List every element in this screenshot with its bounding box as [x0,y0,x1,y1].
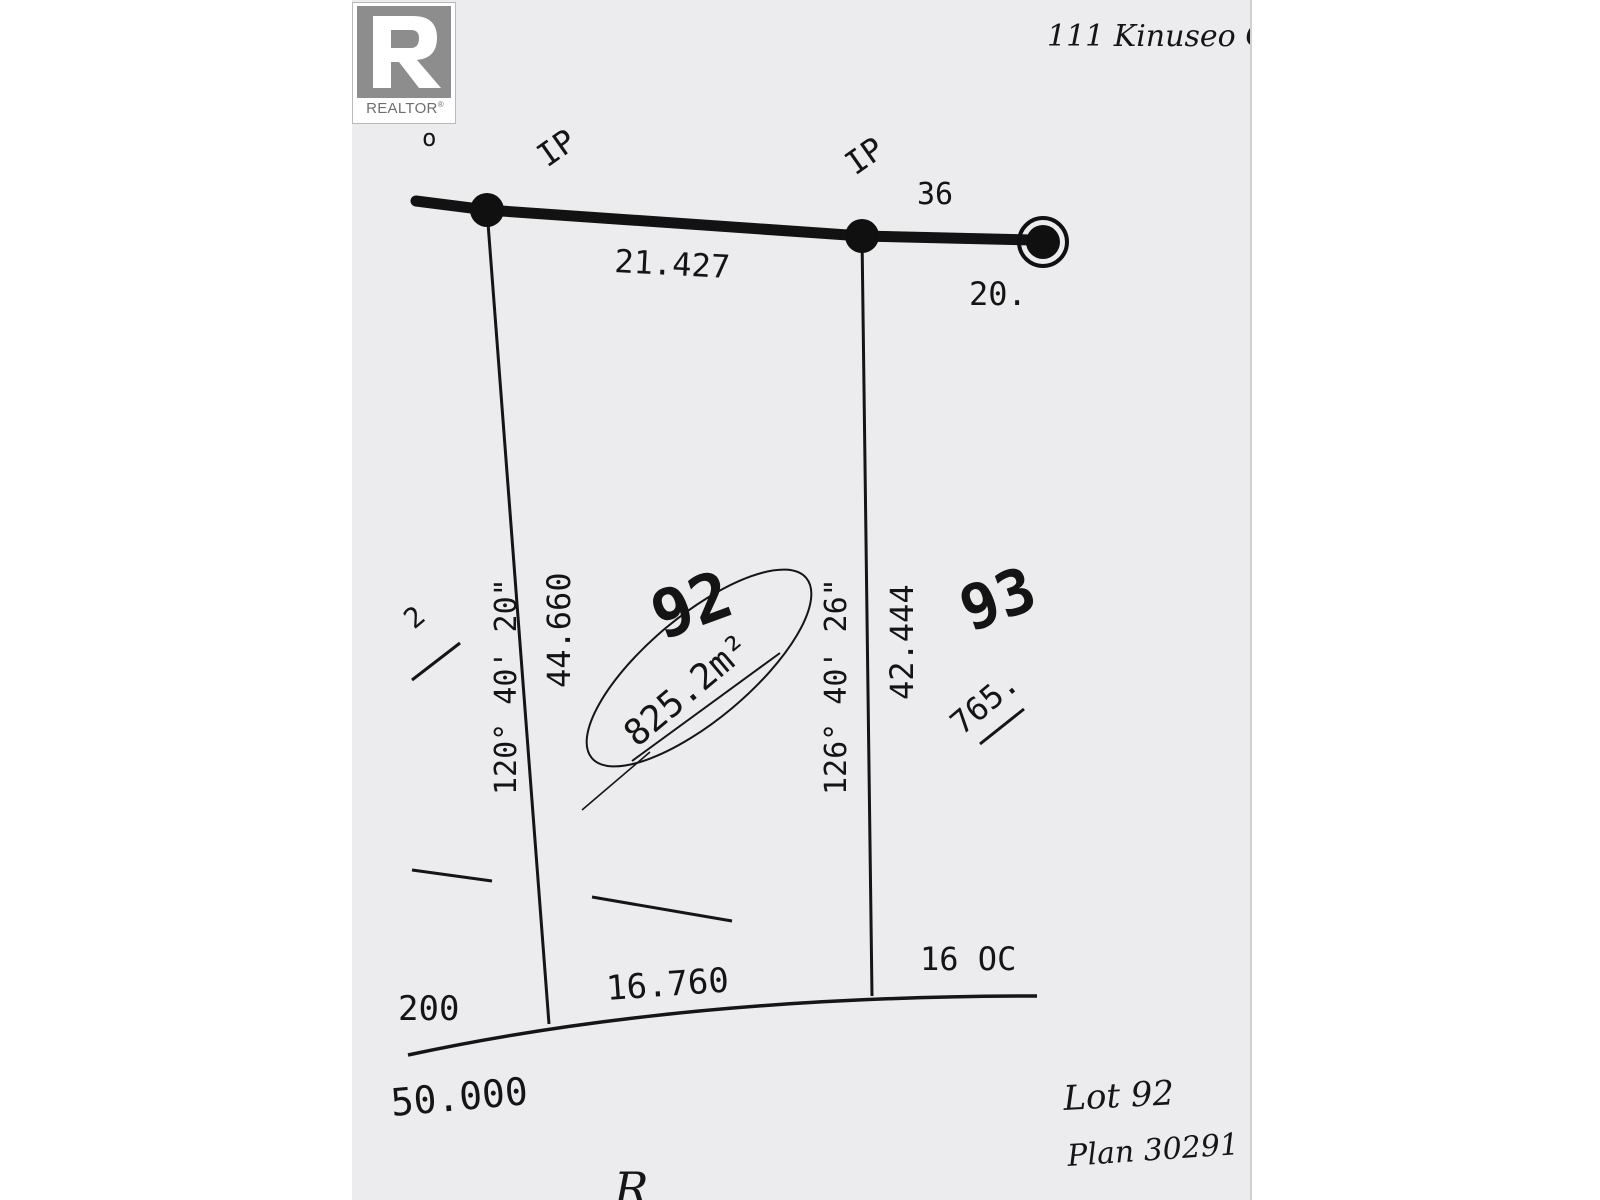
area-highlight-ellipse [585,568,813,768]
registered-mark: ® [437,100,444,109]
bottom-boundary-curve [407,994,1038,1057]
area-underline [631,652,781,762]
bottom-dimension-label: 16.760 [605,961,730,1009]
right-dimension-label: 42.444 [883,584,921,700]
top-right-partial-label: 20. [969,275,1027,313]
survey-pin-left [470,193,504,227]
paper-edge [1250,0,1252,1200]
curve-radius-label: 50.000 [389,1069,530,1125]
survey-pin-corner-outer [1017,216,1069,268]
survey-pin-corner-inner [1026,225,1060,259]
road-label-partial: R [613,1162,649,1200]
realtor-r-glyph [373,16,441,88]
plan-note: Plan 30291 [1065,1127,1240,1174]
bottom-left-partial-label: 200 [398,989,459,1029]
top-dimension-label: 21.427 [614,242,731,286]
realtor-watermark: REALTOR® [352,2,456,124]
left-bearing-label: 120° 40' 20" [489,578,524,795]
right-bearing-label: 126° 40' 26" [819,578,854,795]
realtor-wordmark: REALTOR® [353,100,457,117]
edge-fragment-left: 2 [397,599,431,635]
realtor-text: REALTOR [366,100,438,117]
survey-pin-right [845,219,879,253]
left-lot-line [485,209,551,1025]
area-tail-line [581,751,651,811]
lot-number-right: 93 [950,552,1045,646]
lot-note: Lot 92 [1061,1073,1175,1119]
bottom-right-partial-label: 16 OC [920,940,1016,978]
top-right-angle-label: 36 [917,177,953,212]
right-lot-line [860,235,874,997]
edge-mark-top-left: o [422,124,436,152]
top-boundary-line [410,195,1038,246]
pin-label-left: IP [530,121,583,174]
tick-mark [979,707,1025,746]
tick-mark [591,895,733,923]
tick-mark [411,641,461,682]
lot-area-right-partial: 765. [943,663,1026,742]
survey-plan-sheet: o IP IP 36 21.427 20. 120° 40' 20" 44.66… [352,0,1252,1200]
realtor-logo-icon [357,6,451,98]
address-note: 111 Kinuseo C [1047,19,1252,54]
survey-plan-drawing: o IP IP 36 21.427 20. 120° 40' 20" 44.66… [389,19,1252,1200]
left-dimension-label: 44.660 [540,572,578,688]
tick-mark [411,868,493,883]
pin-label-right: IP [838,129,891,182]
